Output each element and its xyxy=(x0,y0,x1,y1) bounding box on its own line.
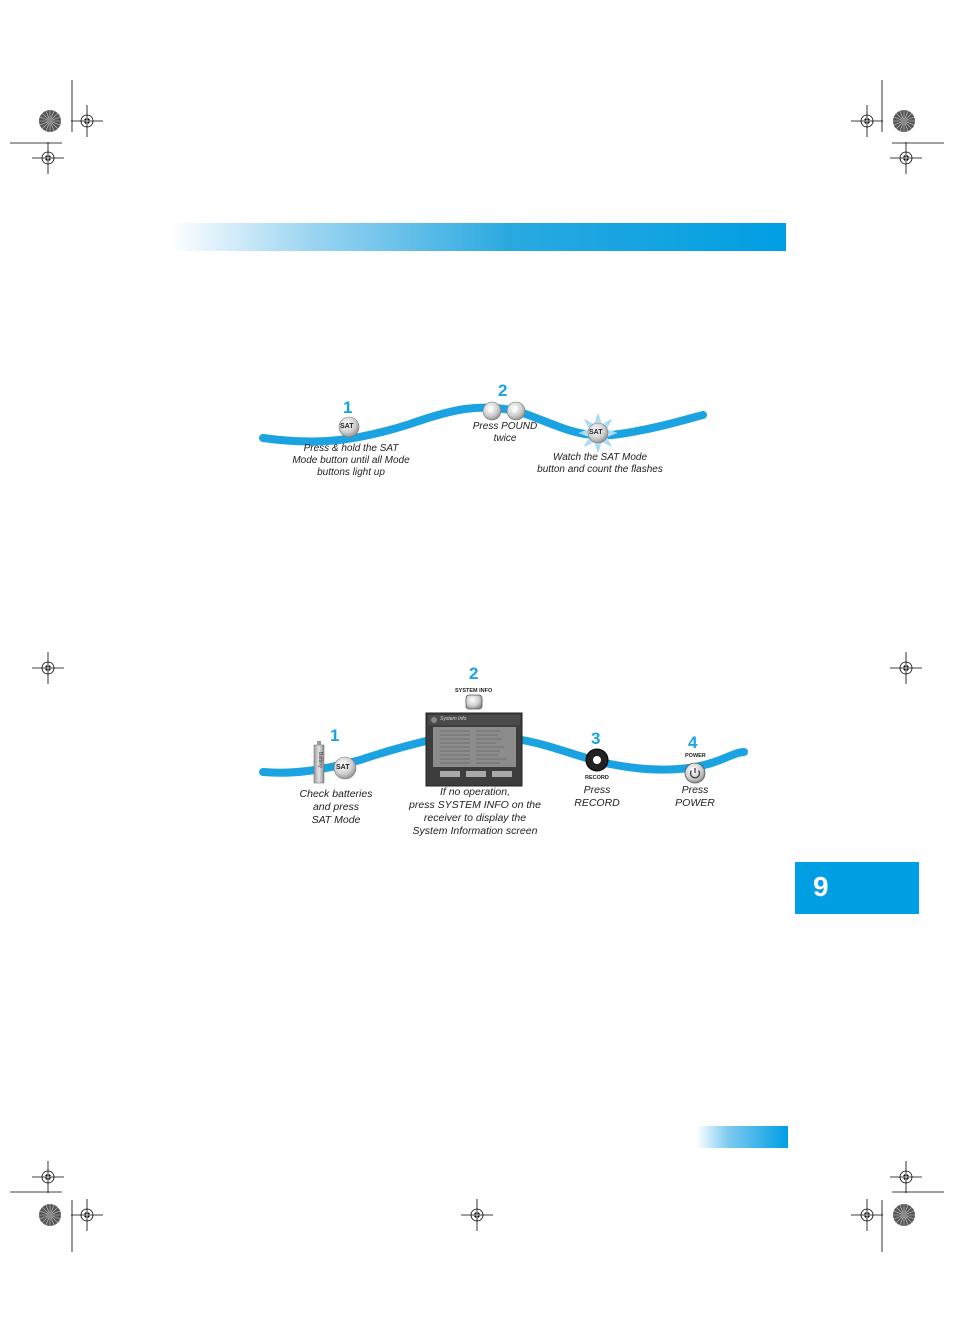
step-number: 3 xyxy=(591,729,601,748)
registration-mark-icon xyxy=(460,1198,494,1232)
step-caption: If no operation, press SYSTEM INFO on th… xyxy=(409,786,541,837)
footer-bar xyxy=(696,1126,788,1148)
pound-button-icon xyxy=(482,401,502,421)
pound-button-label: # xyxy=(488,405,494,416)
battery-label: Battery xyxy=(317,752,323,768)
step-number: 4 xyxy=(688,733,698,752)
flashing-sat-button-icon xyxy=(578,413,618,453)
registration-mark-icon xyxy=(889,651,923,685)
header-bar xyxy=(170,223,786,251)
power-icon xyxy=(684,762,706,784)
step-caption: Press RECORD xyxy=(574,784,620,809)
step-caption: Press & hold the SAT Mode button until a… xyxy=(292,443,410,478)
registration-mark-icon xyxy=(31,651,65,685)
step-number: 2 xyxy=(469,664,479,683)
screen-title: System Info xyxy=(440,716,467,722)
power-label: POWER xyxy=(685,753,706,759)
registration-mark-icon xyxy=(889,1160,923,1194)
record-icon xyxy=(585,748,609,772)
sat-button-label: SAT xyxy=(336,764,350,771)
color-wheel-icon xyxy=(38,1203,62,1227)
registration-mark-icon xyxy=(31,141,65,175)
system-info-button-icon xyxy=(465,694,483,710)
process-path-2b xyxy=(518,736,748,774)
step-caption: Press POWER xyxy=(675,784,715,809)
step-caption: Press POUND twice xyxy=(472,421,538,444)
sat-button-icon xyxy=(338,416,360,438)
step-caption: Watch the SAT Mode button and count the … xyxy=(537,452,663,475)
registration-mark-icon xyxy=(70,1198,104,1232)
sat-button-label: SAT xyxy=(589,429,603,436)
color-wheel-icon xyxy=(892,1203,916,1227)
registration-mark-icon xyxy=(31,1160,65,1194)
record-label: RECORD xyxy=(585,775,609,781)
registration-mark-icon xyxy=(889,141,923,175)
process-path-2 xyxy=(259,736,434,777)
registration-mark-icon xyxy=(70,104,104,138)
step-number: 1 xyxy=(343,398,353,417)
step-number: 2 xyxy=(498,381,508,400)
pound-button-label: # xyxy=(512,405,518,416)
pound-button-icon xyxy=(506,401,526,421)
sat-button-icon xyxy=(333,756,357,780)
chapter-tab: 9 xyxy=(795,862,919,914)
step-number: 1 xyxy=(330,726,340,745)
battery-icon xyxy=(313,741,325,784)
system-info-screen xyxy=(425,712,523,787)
sat-button-label: SAT xyxy=(340,423,354,430)
color-wheel-icon xyxy=(38,109,62,133)
registration-mark-icon xyxy=(850,104,884,138)
registration-mark-icon xyxy=(850,1198,884,1232)
step-caption: Check batteries and press SAT Mode xyxy=(299,788,373,826)
system-info-label: SYSTEM INFO xyxy=(455,688,493,694)
chapter-number: 9 xyxy=(813,871,829,902)
color-wheel-icon xyxy=(892,109,916,133)
